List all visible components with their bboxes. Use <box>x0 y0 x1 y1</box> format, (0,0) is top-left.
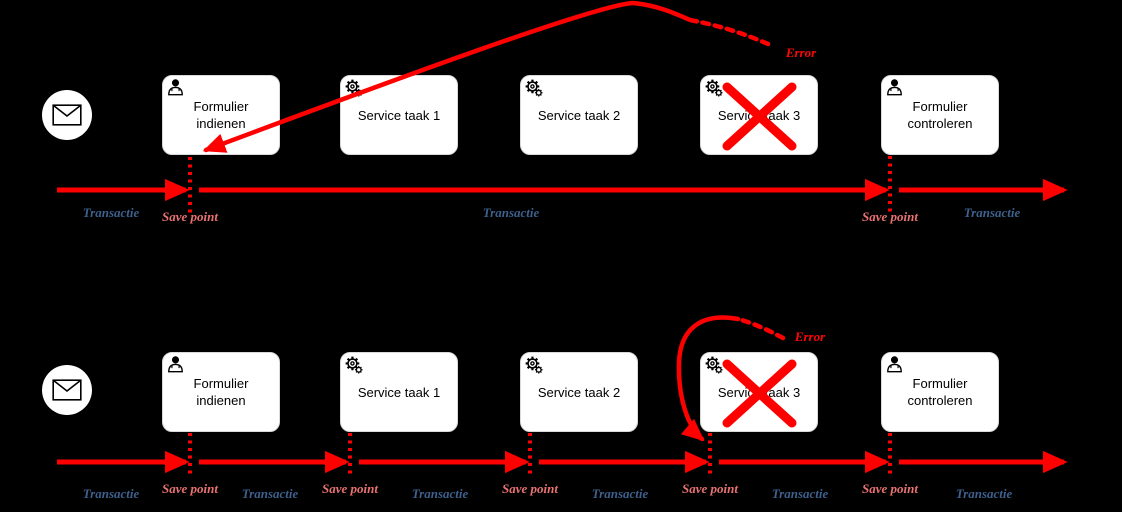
task-formulier-indienen-top: Formulier indienen <box>162 75 280 155</box>
transactie-label: Transactie <box>411 486 469 501</box>
start-event-message-bottom <box>42 365 92 415</box>
transactie-label: Transactie <box>82 205 140 220</box>
transactie-label: Transactie <box>591 486 649 501</box>
task-service-taak-2-bottom: Service taak 2 <box>520 352 638 432</box>
error-arrow-bottom <box>676 315 786 442</box>
error-arrow-dashed-tail <box>735 316 786 341</box>
task-service-taak-1-top: Service taak 1 <box>340 75 458 155</box>
error-arrow-curve <box>202 0 693 153</box>
task-label: Formulier controleren <box>907 99 973 131</box>
task-label: Formulier indienen <box>193 376 249 408</box>
error-arrow-curve <box>676 315 741 442</box>
task-formulier-controleren-top: Formulier controleren <box>881 75 999 155</box>
save-point-markers-bottom <box>188 433 892 478</box>
transactie-label: Transactie <box>82 486 140 501</box>
task-label: Service taak 1 <box>357 384 441 400</box>
transactie-label: Transactie <box>963 205 1021 220</box>
task-label: Formulier indienen <box>193 99 249 131</box>
save-point-label: Save point <box>502 481 558 496</box>
task-service-taak-1-bottom: Service taak 1 <box>340 352 458 432</box>
transactie-label: Transactie <box>771 486 829 501</box>
error-label: Error <box>785 45 817 60</box>
save-point-label: Save point <box>162 209 218 224</box>
error-cross-bottom <box>722 359 797 428</box>
task-formulier-controleren-bottom: Formulier controleren <box>881 352 999 432</box>
save-point-label: Save point <box>682 481 738 496</box>
save-point-markers-top <box>188 156 892 214</box>
task-label: Service taak 2 <box>537 107 621 123</box>
error-arrow-top <box>202 0 771 153</box>
save-point-label: Save point <box>862 481 918 496</box>
save-point-label: Save point <box>162 481 218 496</box>
task-label: Formulier controleren <box>907 376 973 408</box>
task-label: Service taak 2 <box>537 384 621 400</box>
task-service-taak-2-top: Service taak 2 <box>520 75 638 155</box>
error-arrow-dashed-tail <box>687 17 771 47</box>
transactie-label: Transactie <box>955 486 1013 501</box>
task-formulier-indienen-bottom: Formulier indienen <box>162 352 280 432</box>
save-point-label: Save point <box>322 481 378 496</box>
error-label: Error <box>794 329 826 344</box>
transactie-label: Transactie <box>482 205 540 220</box>
error-cross-top <box>722 82 797 151</box>
task-label: Service taak 1 <box>357 107 441 123</box>
save-point-label: Save point <box>862 209 918 224</box>
start-event-message-top <box>42 90 92 140</box>
transactie-label: Transactie <box>241 486 299 501</box>
